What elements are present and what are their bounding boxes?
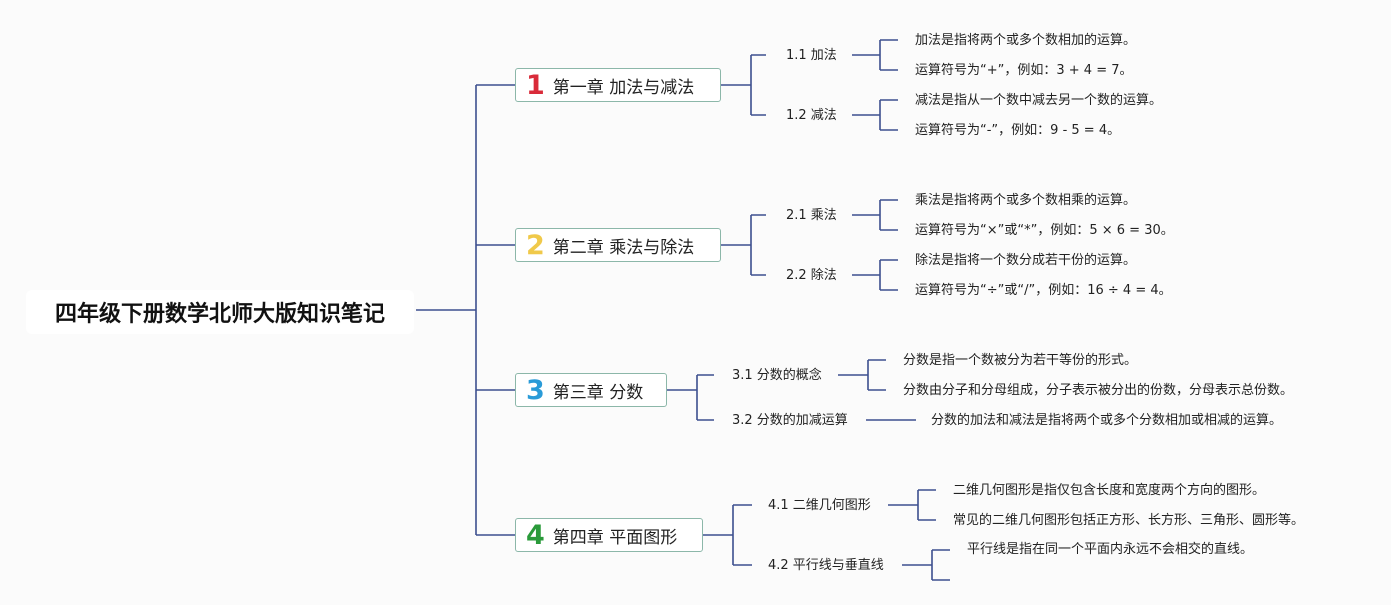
section-3-2[interactable]: 3.2 分数的加减运算 <box>732 413 848 428</box>
root-title: 四年级下册数学北师大版知识笔记 <box>54 302 385 327</box>
chapter-4-label: 第四章 平面图形 <box>552 527 678 548</box>
chapter-1-node[interactable]: 1 第一章 加法与减法 <box>515 68 721 102</box>
chapter-2-label: 第二章 乘法与除法 <box>552 237 695 258</box>
note-4-1-b: 常见的二维几何图形包括正方形、长方形、三角形、圆形等。 <box>953 513 1305 528</box>
note-2-1-a: 乘法是指将两个或多个数相乘的运算。 <box>915 193 1137 208</box>
note-4-2-a: 平行线是指在同一个平面内永远不会相交的直线。 <box>967 542 1254 557</box>
note-1-1-a: 加法是指将两个或多个数相加的运算。 <box>915 33 1137 48</box>
chapter-number-3: 3 <box>526 374 545 406</box>
note-1-1-b: 运算符号为“+”，例如：3 + 4 = 7。 <box>915 63 1133 78</box>
note-1-2-b: 运算符号为“-”，例如：9 - 5 = 4。 <box>915 123 1121 138</box>
note-2-2-b: 运算符号为“÷”或“/”，例如：16 ÷ 4 = 4。 <box>915 283 1172 298</box>
chapter-number-2: 2 <box>526 229 545 261</box>
section-4-1[interactable]: 4.1 二维几何图形 <box>768 498 871 513</box>
chapter-number-4: 4 <box>526 519 545 551</box>
section-4-2[interactable]: 4.2 平行线与垂直线 <box>768 558 884 573</box>
section-2-1[interactable]: 2.1 乘法 <box>786 208 837 223</box>
note-4-1-a: 二维几何图形是指仅包含长度和宽度两个方向的图形。 <box>953 483 1266 498</box>
section-3-1[interactable]: 3.1 分数的概念 <box>732 368 822 383</box>
chapter-3-node[interactable]: 3 第三章 分数 <box>515 373 667 407</box>
chapter-4-node[interactable]: 4 第四章 平面图形 <box>515 518 703 552</box>
note-2-2-a: 除法是指将一个数分成若干份的运算。 <box>915 253 1137 268</box>
chapter-1-label: 第一章 加法与减法 <box>552 77 695 98</box>
section-2-2[interactable]: 2.2 除法 <box>786 268 837 283</box>
chapter-2-node[interactable]: 2 第二章 乘法与除法 <box>515 228 721 262</box>
section-1-2[interactable]: 1.2 减法 <box>786 108 837 123</box>
note-3-1-b: 分数由分子和分母组成，分子表示被分出的份数，分母表示总份数。 <box>903 383 1294 398</box>
note-1-2-a: 减法是指从一个数中减去另一个数的运算。 <box>915 93 1163 108</box>
note-2-1-b: 运算符号为“×”或“*”，例如：5 × 6 = 30。 <box>915 223 1174 238</box>
note-3-2-a: 分数的加法和减法是指将两个或多个分数相加或相减的运算。 <box>931 413 1283 428</box>
chapter-3-label: 第三章 分数 <box>552 382 644 403</box>
note-3-1-a: 分数是指一个数被分为若干等份的形式。 <box>903 353 1138 368</box>
section-1-1[interactable]: 1.1 加法 <box>786 48 837 63</box>
root-topic[interactable]: 四年级下册数学北师大版知识笔记 <box>26 290 414 334</box>
chapter-number-1: 1 <box>526 69 545 101</box>
